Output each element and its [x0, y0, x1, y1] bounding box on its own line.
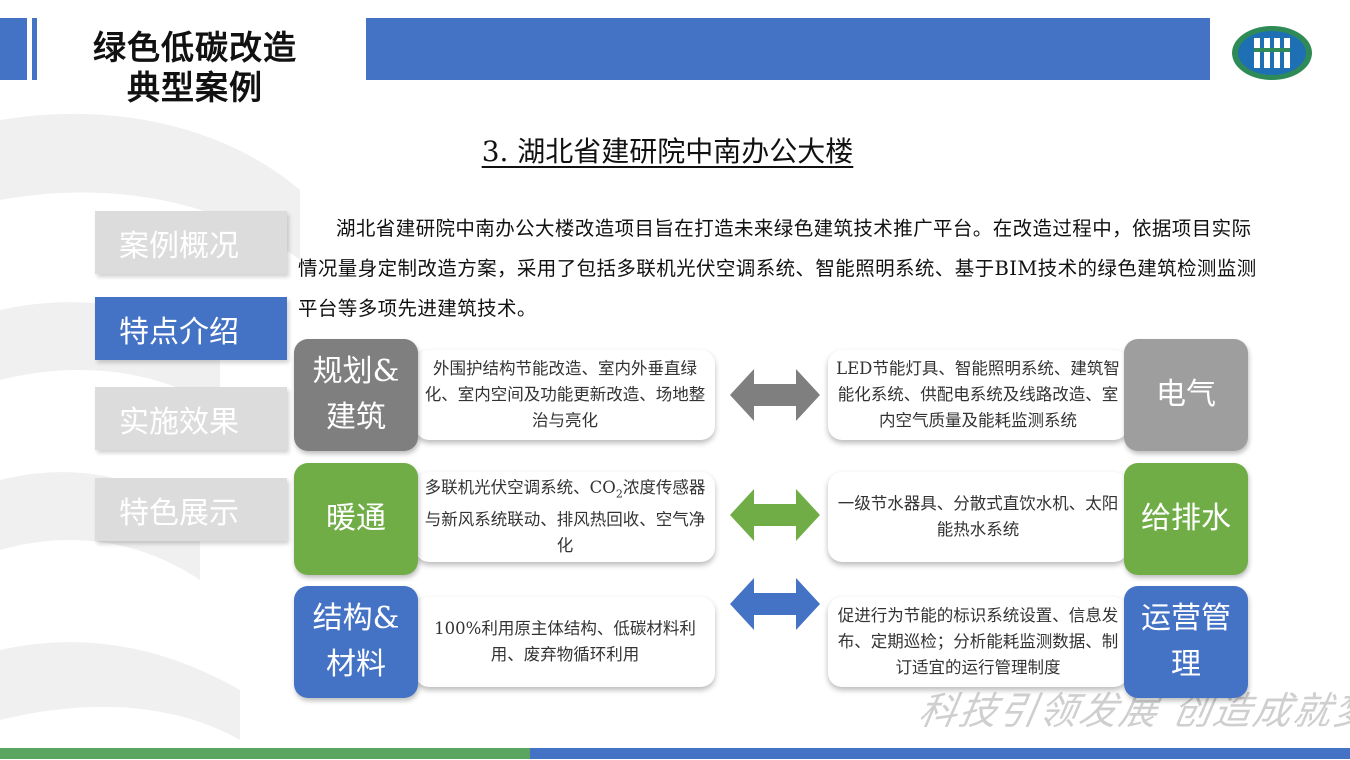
desc-planning-architecture: 外围护结构节能改造、室内外垂直绿化、室内空间及功能更新改造、场地整治与亮化	[415, 350, 715, 440]
tile-label-line1: 规划&	[312, 354, 400, 389]
desc-hvac-text-1: 多联机光伏空调系统、CO	[424, 477, 616, 497]
tile-label-line2: 材料	[326, 647, 386, 682]
double-arrow-icon	[730, 578, 820, 630]
footer-green-stripe	[0, 748, 530, 759]
sidebar-item-features[interactable]: 特点介绍	[95, 297, 287, 360]
sidebar-item-showcase[interactable]: 特色展示	[95, 478, 287, 541]
header-banner	[366, 18, 1210, 80]
double-arrow-icon	[730, 489, 820, 541]
sidebar-item-results[interactable]: 实施效果	[95, 387, 287, 450]
sidebar-item-label: 特色展示	[119, 495, 239, 531]
tile-planning-architecture: 规划&建筑	[294, 339, 418, 451]
tile-operations: 运营管理	[1124, 586, 1248, 698]
desc-hvac-text-2: 浓度传感器与新风系统联动、排风热回收、空气净化	[424, 477, 706, 556]
page-title-line1: 绿色低碳改造	[93, 28, 297, 67]
header-accent-bar	[0, 18, 27, 80]
page-title-line2: 典型案例	[127, 68, 263, 107]
intro-paragraph: 湖北省建研院中南办公大楼改造项目旨在打造未来绿色建筑技术推广平台。在改造过程中，…	[298, 217, 1257, 320]
tile-label-line1: 结构&	[312, 601, 400, 636]
desc-electrical: LED节能灯具、智能照明系统、建筑智能化系统、供配电系统及线路改造、室内空气质量…	[828, 350, 1128, 440]
double-arrow-icon	[730, 369, 820, 421]
desc-operations: 促进行为节能的标识系统设置、信息发布、定期巡检；分析能耗监测数据、制订适宜的运行…	[828, 597, 1128, 687]
tile-plumbing: 给排水	[1124, 463, 1248, 575]
desc-plumbing: 一级节水器具、分散式直饮水机、太阳能热水系统	[828, 472, 1128, 562]
desc-structure-materials: 100%利用原主体结构、低碳材料利用、废弃物循环利用	[415, 597, 715, 687]
tile-hvac: 暖通	[294, 463, 418, 575]
sidebar-item-label: 实施效果	[119, 404, 239, 440]
tile-electrical: 电气	[1124, 339, 1248, 451]
page-title: 绿色低碳改造 典型案例	[40, 28, 350, 108]
case-title: 3. 湖北省建研院中南办公大楼	[481, 135, 854, 168]
sidebar-item-overview[interactable]: 案例概况	[95, 211, 287, 274]
header-accent-thin-bar	[32, 18, 37, 80]
sidebar-item-label: 案例概况	[119, 228, 239, 264]
tile-label-line1: 电气	[1156, 377, 1216, 412]
tile-structure-materials: 结构&材料	[294, 586, 418, 698]
tile-label-line2: 理	[1171, 647, 1201, 682]
tile-label-line2: 建筑	[326, 400, 386, 435]
tile-label-line1: 给排水	[1141, 501, 1231, 536]
tile-label-line1: 运营管	[1141, 601, 1231, 636]
organization-logo	[1232, 26, 1312, 80]
tile-label-line1: 暖通	[326, 501, 386, 536]
desc-hvac-subscript: 2	[615, 487, 623, 501]
footer-blue-stripe	[530, 748, 1350, 759]
desc-hvac: 多联机光伏空调系统、CO2浓度传感器与新风系统联动、排风热回收、空气净化	[415, 472, 715, 562]
sidebar-item-label: 特点介绍	[119, 314, 239, 350]
